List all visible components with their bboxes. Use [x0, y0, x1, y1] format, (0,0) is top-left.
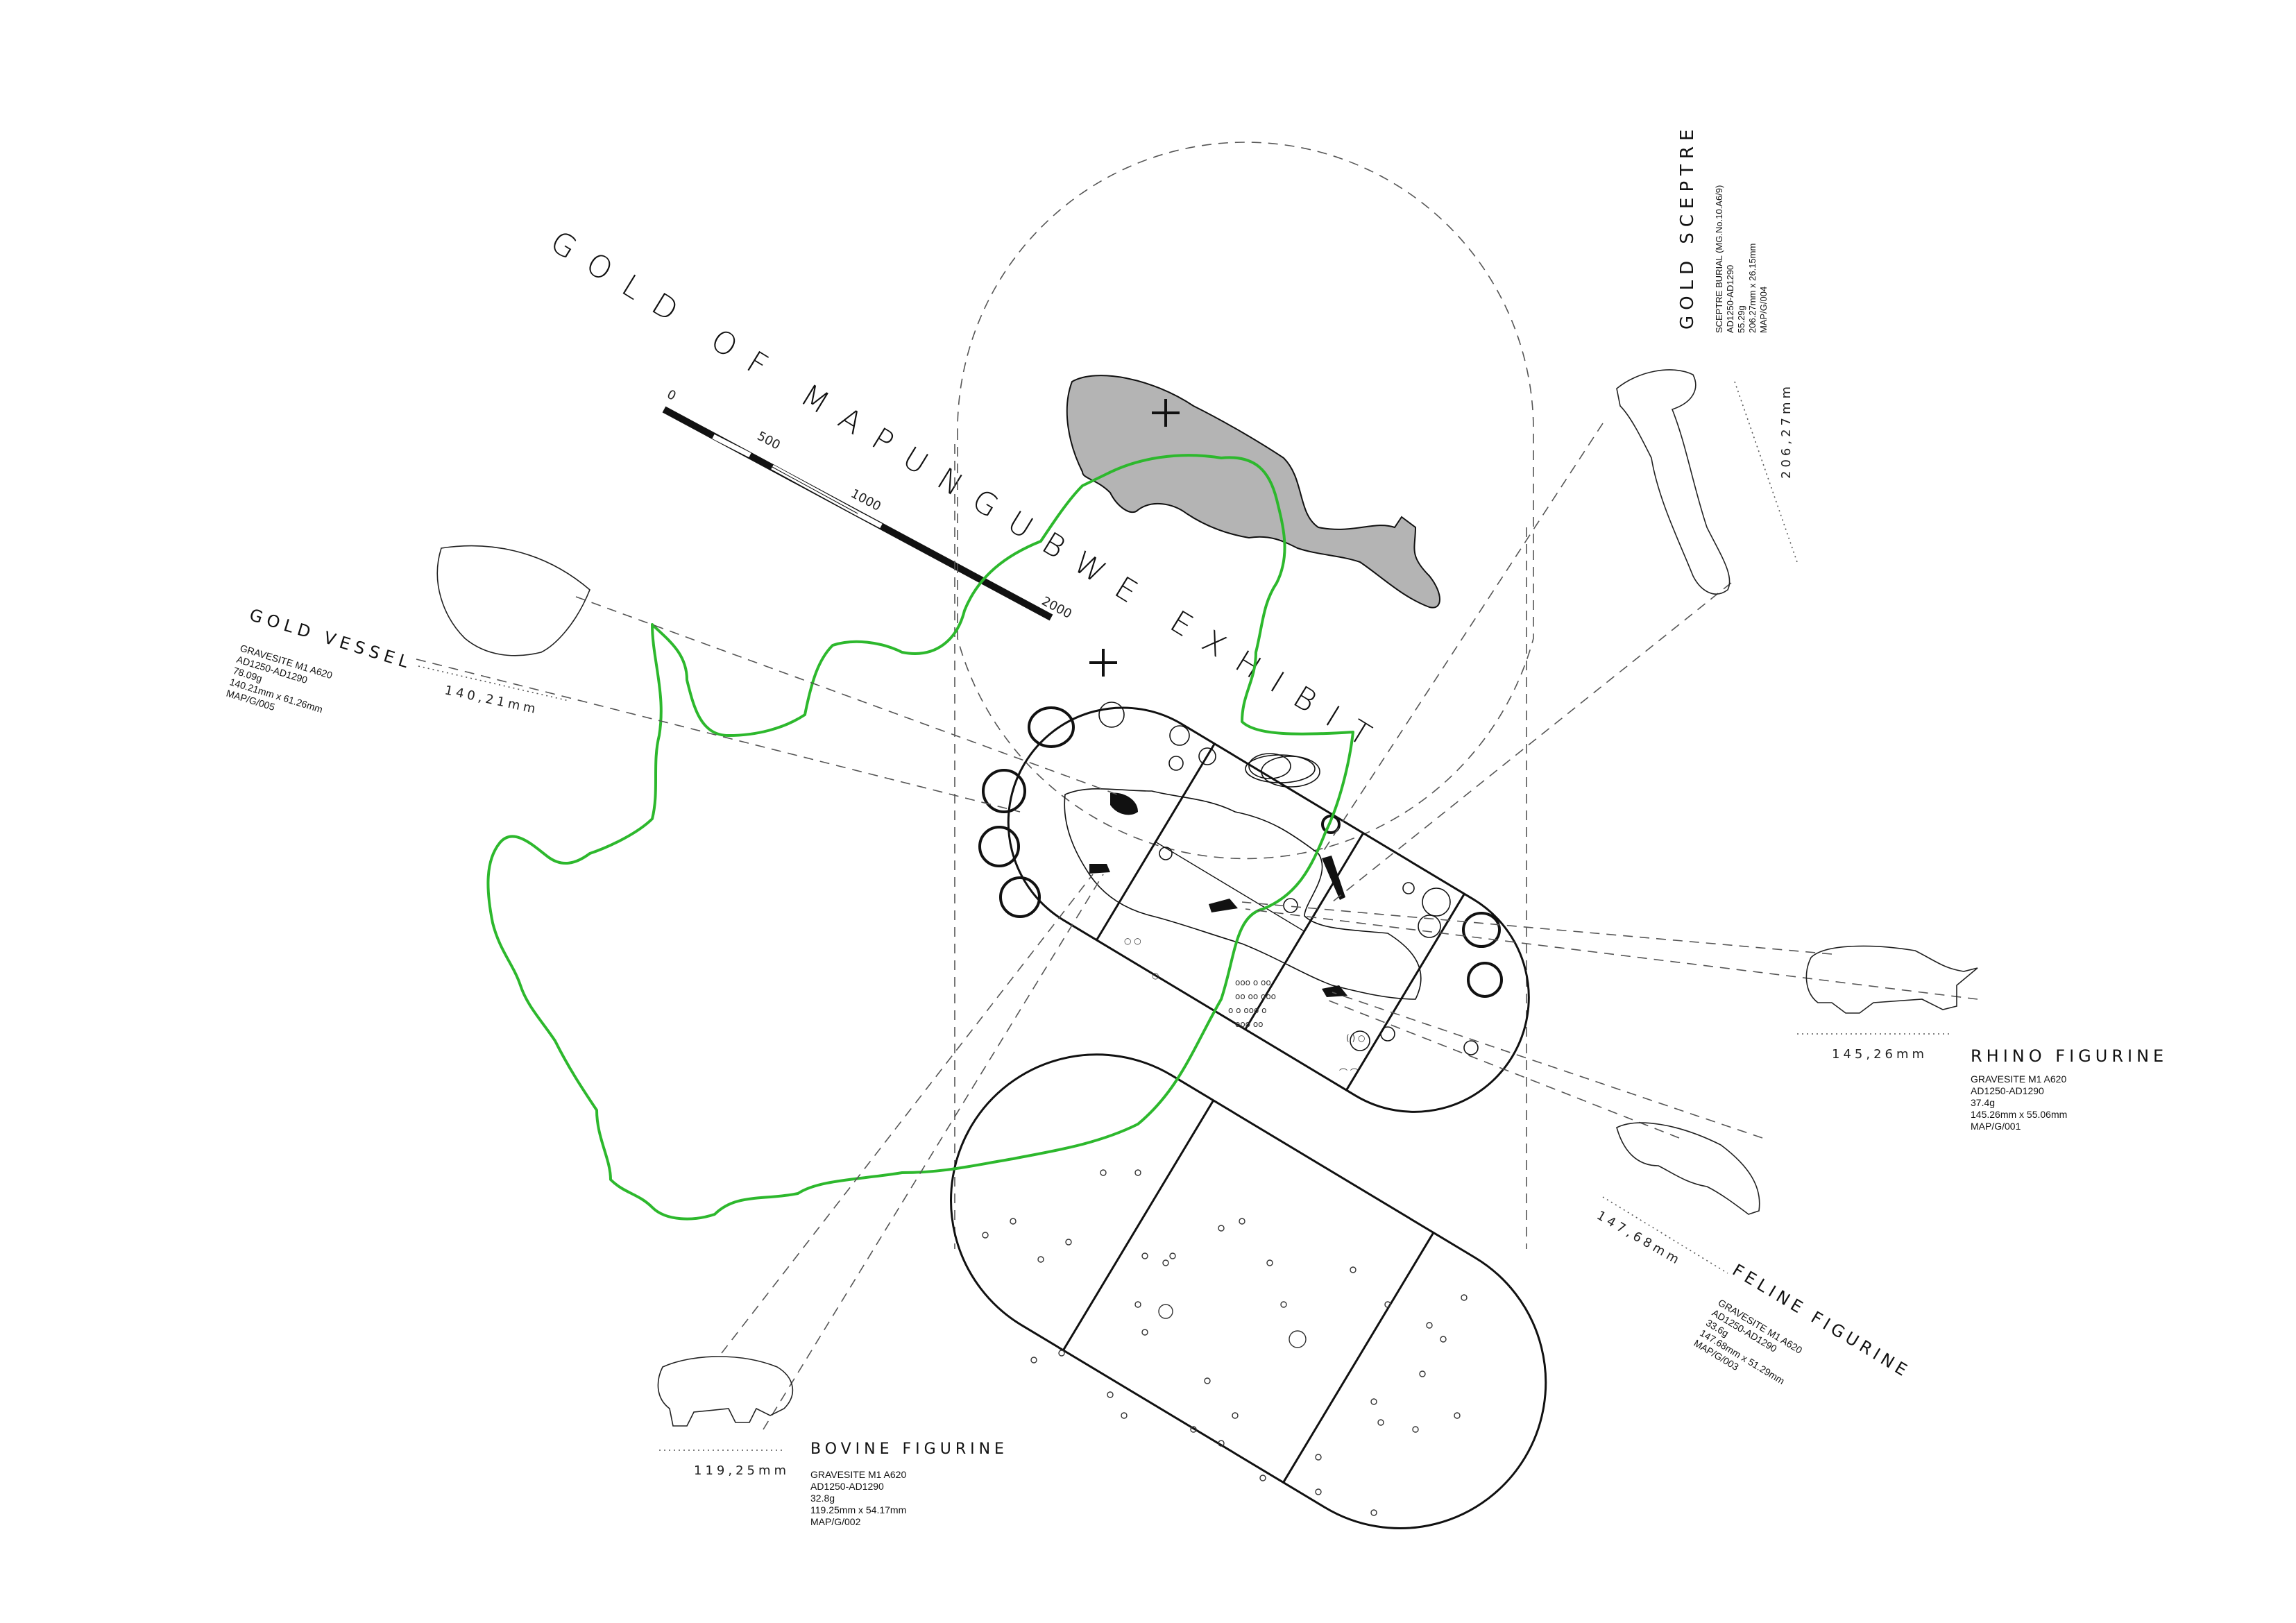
svg-text:ooo o oo: ooo o oo	[1235, 978, 1271, 987]
crosshair-markers	[1089, 649, 1117, 677]
gold-sceptre-detail: 55.29g	[1736, 305, 1746, 333]
display-case-lower	[950, 1053, 1547, 1529]
gold-sceptre-dimension: 206,27mm	[1779, 383, 1794, 479]
gold-sceptre-detail: 206.27mm x 26.15mm	[1747, 244, 1758, 333]
feline-figurine-group: 147,68mm FELINE FIGURINE GRAVESITE M1 A6…	[1595, 1122, 1914, 1386]
bovine-figurine-group: 119,25mm BOVINE FIGURINE GRAVESITE M1 A6…	[657, 1356, 1008, 1527]
svg-text:o o ooo o: o o ooo o	[1228, 1005, 1267, 1015]
bovine-figurine-dimension: 119,25mm	[694, 1463, 790, 1478]
rhino-figurine-outline	[1805, 945, 1978, 1014]
feline-figurine-dimension: 147,68mm	[1595, 1208, 1685, 1268]
svg-text:○: ○	[1152, 971, 1159, 980]
bovine-figurine-outline	[657, 1356, 794, 1427]
gold-sceptre-detail: MAP/G/004	[1758, 287, 1769, 333]
rhino-figurine-dimension: 145,26mm	[1832, 1047, 1928, 1062]
gold-sceptre-outline	[1616, 369, 1730, 595]
bovine-figurine-detail: 32.8g	[810, 1493, 835, 1504]
gold-vessel-dimension: 140,21mm	[443, 683, 540, 717]
bovine-figurine-detail: AD1250-AD1290	[810, 1481, 884, 1492]
scale-tick-500: 500	[755, 429, 783, 453]
rhino-figurine-detail: GRAVESITE M1 A620	[1971, 1073, 2066, 1085]
rhino-figurine-name: RHINO FIGURINE	[1971, 1046, 2168, 1066]
display-case-upper: ooo o oo oo oo ooo o o ooo o ooo oo ○ ○ ○ (…	[978, 702, 1530, 1113]
gold-sceptre-name: GOLD SCEPTRE	[1677, 124, 1698, 330]
svg-text:○ ○: ○ ○	[1124, 936, 1141, 946]
svg-text:⌒ ⌒: ⌒ ⌒	[1339, 1068, 1359, 1078]
rhino-figurine-detail: 145.26mm x 55.06mm	[1971, 1109, 2067, 1120]
gold-sceptre-detail: SCEPTRE BURIAL (MG.No.10.A6/9)	[1714, 185, 1724, 333]
gold-vessel-outline	[436, 545, 590, 656]
bovine-figurine-detail: 119.25mm x 54.17mm	[810, 1504, 906, 1515]
rhino-figurine-detail: 37.4g	[1971, 1097, 1995, 1108]
svg-text:ooo oo: ooo oo	[1235, 1019, 1264, 1029]
rhino-figurine-group: 145,26mm RHINO FIGURINE GRAVESITE M1 A62…	[1797, 945, 2168, 1132]
svg-text:( ) ○: ( ) ○	[1346, 1033, 1365, 1043]
gold-vessel-group: 140,21mm GOLD VESSEL GRAVESITE M1 A620 A…	[225, 545, 590, 717]
dashed-guides	[954, 142, 1534, 1249]
leader-lines	[416, 423, 1978, 1430]
scale-tick-0: 0	[665, 387, 679, 404]
bovine-figurine-detail: GRAVESITE M1 A620	[810, 1469, 906, 1480]
gold-sceptre-group: 206,27mm GOLD SCEPTRE SCEPTRE BURIAL (MG…	[1616, 124, 1798, 595]
green-boundary	[486, 454, 1354, 1221]
bovine-figurine-detail: MAP/G/002	[810, 1516, 861, 1527]
feline-figurine-outline	[1616, 1122, 1760, 1215]
rhino-figurine-detail: MAP/G/001	[1971, 1121, 2021, 1132]
rhino-figurine-detail: AD1250-AD1290	[1971, 1085, 2044, 1096]
gold-sceptre-detail: AD1250-AD1290	[1725, 265, 1735, 333]
svg-text:oo oo ooo: oo oo ooo	[1235, 992, 1276, 1001]
island-shape	[1066, 375, 1440, 609]
bovine-figurine-name: BOVINE FIGURINE	[810, 1441, 1008, 1458]
